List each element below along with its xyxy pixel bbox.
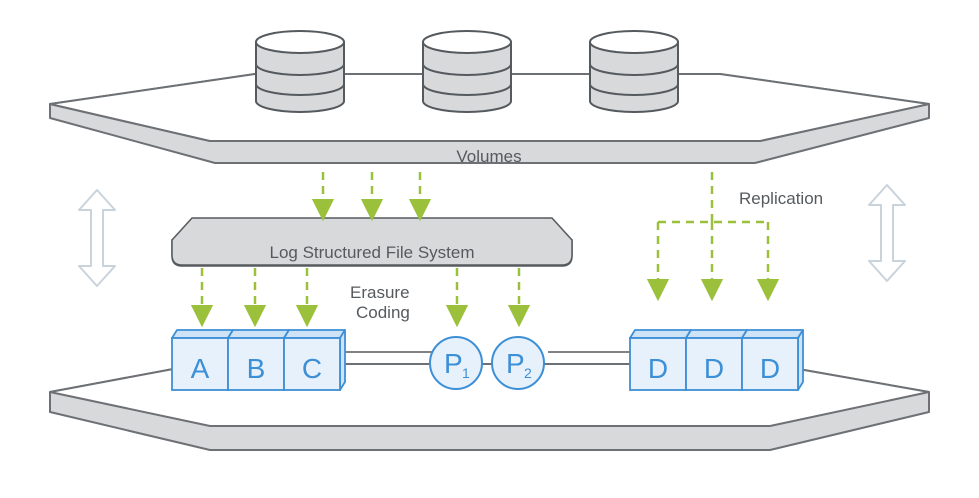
database-icon <box>589 30 679 113</box>
parity-p1: P 1 <box>429 336 483 390</box>
lfs-label: Log Structured File System <box>269 243 474 262</box>
double-arrow-icon <box>78 189 116 287</box>
block-d1-label: D <box>648 353 668 384</box>
database-icon <box>422 30 512 113</box>
block-d2: D <box>685 329 748 391</box>
replication-label: Replication <box>739 189 823 208</box>
parity-p2-letter: P <box>506 348 525 379</box>
block-a: A <box>171 329 234 391</box>
parity-p2: P 2 <box>491 336 545 390</box>
block-c-label: C <box>302 353 322 384</box>
block-d2-label: D <box>704 353 724 384</box>
erasure-coding-label-line2: Coding <box>356 303 410 322</box>
block-d1: D <box>629 329 692 391</box>
lfs-bar: Log Structured File System <box>171 217 573 267</box>
parity-p2-sub: 2 <box>524 365 532 381</box>
database-icons <box>255 30 679 113</box>
erasure-coding-label-line1: Erasure <box>350 283 410 302</box>
block-c: C <box>283 329 346 391</box>
block-d3: D <box>741 329 804 391</box>
block-b: B <box>227 329 290 391</box>
block-b-label: B <box>247 353 266 384</box>
database-icon <box>255 30 345 113</box>
block-d3-label: D <box>760 353 780 384</box>
parity-p1-letter: P <box>444 348 463 379</box>
volumes-label: Volumes <box>456 147 521 166</box>
block-a-label: A <box>191 353 210 384</box>
double-arrow-icon <box>868 184 906 282</box>
parity-p1-sub: 1 <box>462 365 470 381</box>
data-flow-arrows <box>190 172 780 328</box>
